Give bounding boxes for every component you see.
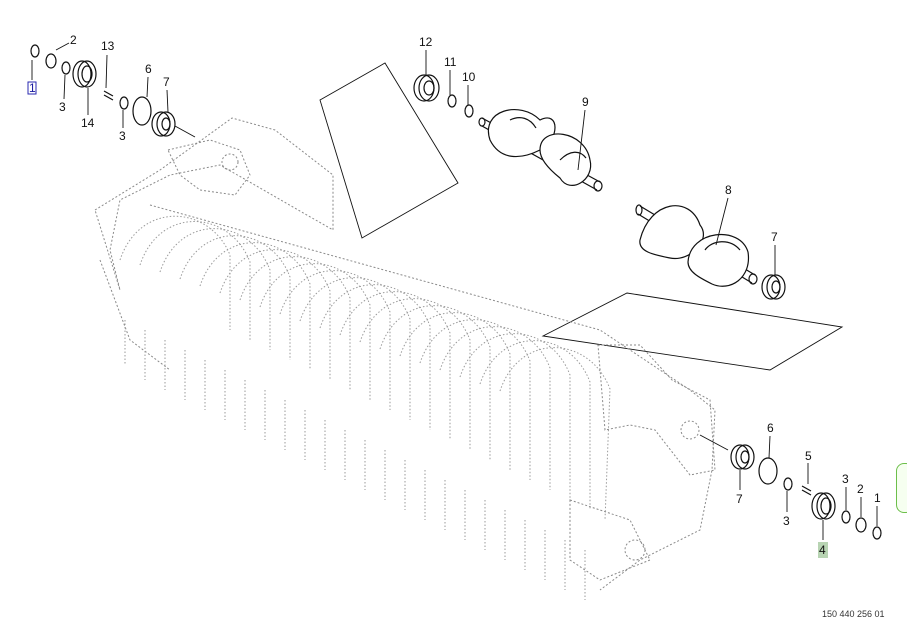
upper-left-axis-line xyxy=(174,125,196,138)
callout-1-top[interactable]: 1 xyxy=(29,81,36,95)
bearing-part xyxy=(761,274,786,300)
callout-2-bottom: 2 xyxy=(857,482,864,496)
bearing-part xyxy=(151,111,176,137)
pin-part xyxy=(103,90,114,97)
callout-6-bottom: 6 xyxy=(767,421,774,435)
auger-part-9 xyxy=(478,109,603,192)
callout-3-top-a: 3 xyxy=(59,100,66,114)
callout-9: 9 xyxy=(582,95,589,109)
washer-part xyxy=(855,517,867,533)
callout-labels: 1 2 3 14 13 3 6 7 12 11 10 9 8 7 6 5 7 3… xyxy=(29,33,881,557)
callout-3-top-b: 3 xyxy=(119,129,126,143)
circlip-part xyxy=(872,526,882,540)
callout-13: 13 xyxy=(101,39,115,53)
rake-tines xyxy=(119,215,611,600)
rotor-frame xyxy=(94,117,716,591)
upper-middle-parts xyxy=(413,74,474,118)
callout-7-top: 7 xyxy=(163,75,170,89)
callout-8: 8 xyxy=(725,183,732,197)
callout-4[interactable]: 4 xyxy=(819,543,826,557)
callout-10: 10 xyxy=(462,70,476,84)
side-panel-tab[interactable] xyxy=(896,463,907,513)
circlip-part xyxy=(30,44,40,58)
bearing-part xyxy=(413,74,440,102)
washer-part xyxy=(464,104,474,118)
callout-12: 12 xyxy=(419,35,433,49)
callout-1-link-box[interactable] xyxy=(27,81,37,95)
upper-left-parts xyxy=(30,44,176,137)
washer-part xyxy=(119,96,129,110)
upper-reference-plane xyxy=(319,62,459,239)
callout-11: 11 xyxy=(444,55,457,69)
o-ring-part xyxy=(758,457,778,485)
callout-4-highlight[interactable] xyxy=(818,542,828,558)
pin-part xyxy=(801,489,812,496)
sprocket-part xyxy=(811,492,836,520)
washer-part xyxy=(61,61,71,75)
document-code: 150 440 256 01 xyxy=(822,609,885,619)
washer-part xyxy=(447,94,457,108)
washer-part xyxy=(45,53,57,69)
callout-7-bottom: 7 xyxy=(736,492,743,506)
callout-3-bottom-a: 3 xyxy=(783,514,790,528)
auger-part-8 xyxy=(635,204,758,287)
callout-2-top: 2 xyxy=(70,33,77,47)
pin-part xyxy=(801,485,812,492)
callout-7-mid: 7 xyxy=(771,230,778,244)
washer-part xyxy=(783,477,793,491)
leader-lines xyxy=(31,42,878,540)
callout-1-bottom: 1 xyxy=(874,491,881,505)
lower-right-parts xyxy=(730,444,882,540)
lower-right-axis-line xyxy=(699,434,729,451)
callout-5: 5 xyxy=(805,449,812,463)
callout-14: 14 xyxy=(81,116,95,130)
washer-part xyxy=(841,510,851,524)
pin-part xyxy=(103,94,114,101)
callout-3-bottom-b: 3 xyxy=(842,472,849,486)
sprocket-part xyxy=(72,60,97,88)
lower-reference-plane xyxy=(541,292,844,371)
callout-6-top: 6 xyxy=(145,62,152,76)
o-ring-part xyxy=(132,96,152,126)
bearing-part xyxy=(730,444,755,470)
